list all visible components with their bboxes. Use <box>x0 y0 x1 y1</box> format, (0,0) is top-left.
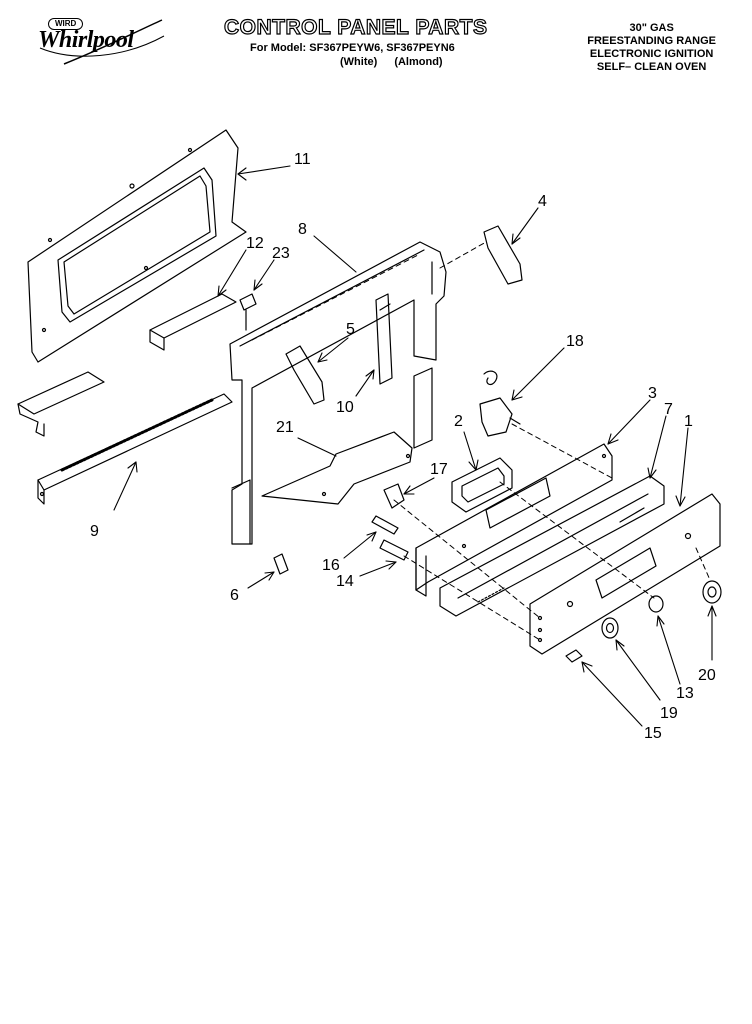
appliance-description: 30" GAS FREESTANDING RANGE ELECTRONIC IG… <box>587 22 716 74</box>
part-21-mounting-plate <box>261 431 413 505</box>
callout-9: 9 <box>90 523 99 540</box>
callout-3: 3 <box>648 385 657 402</box>
callout-19: 19 <box>660 705 678 722</box>
leader-lines <box>113 165 717 727</box>
logo-swoosh-icon <box>39 19 165 65</box>
callout-1: 1 <box>684 413 693 430</box>
callout-5: 5 <box>346 321 355 338</box>
part-17-connector <box>383 483 405 509</box>
part-23-clip <box>239 293 257 331</box>
callout-11: 11 <box>294 151 311 168</box>
variant-almond: (Almond) <box>394 56 443 68</box>
part-5-end-cap <box>285 345 325 405</box>
part-10-bracket <box>375 293 393 385</box>
callout-4: 4 <box>538 193 547 210</box>
part-12-vent-trim <box>17 293 237 437</box>
part-20-knob <box>702 580 722 604</box>
desc-line-1: 30" GAS <box>629 22 674 34</box>
color-variants: (White) (Almond) <box>340 56 457 68</box>
callout-13: 13 <box>676 685 694 702</box>
part-18-selector-switch <box>479 370 521 437</box>
callout-2: 2 <box>454 413 463 430</box>
desc-line-4: SELF– CLEAN OVEN <box>596 61 707 73</box>
model-numbers: For Model: SF367PEYW6, SF367PEYN6 <box>250 42 455 54</box>
variant-white: (White) <box>340 56 378 68</box>
part-2-display-bezel <box>451 457 513 513</box>
part-1-front-console <box>529 493 721 655</box>
callout-12: 12 <box>246 235 264 252</box>
assembly-lines <box>251 241 711 641</box>
callout-6: 6 <box>230 587 239 604</box>
part-4-end-cap <box>483 225 523 285</box>
desc-line-2: FREESTANDING RANGE <box>587 35 716 47</box>
callout-18: 18 <box>566 333 584 350</box>
callout-8: 8 <box>298 221 307 238</box>
part-7-mid-channel <box>439 475 665 617</box>
callout-7: 7 <box>664 401 673 418</box>
logo-badge: WIRD <box>48 18 84 30</box>
part-14-pin <box>379 539 409 561</box>
part-9-front-channel <box>37 393 233 505</box>
part-8-control-frame <box>229 241 447 545</box>
callout-15: 15 <box>644 725 662 742</box>
callout-16: 16 <box>322 557 340 574</box>
part-13-knob <box>648 595 664 613</box>
callout-23: 23 <box>272 245 290 262</box>
callout-21: 21 <box>276 419 294 436</box>
whirlpool-logo: WIRD Whirlpool <box>34 18 174 68</box>
page-title: CONTROL PANEL PARTS <box>223 15 488 39</box>
callout-numbers: 11 12 23 8 4 5 18 10 3 7 1 2 21 17 9 16 … <box>90 151 716 742</box>
part-11-rear-panel <box>27 129 247 363</box>
part-3-control-board <box>415 443 613 597</box>
callout-14: 14 <box>336 573 354 590</box>
callout-10: 10 <box>336 399 354 416</box>
callout-20: 20 <box>698 667 716 684</box>
part-15-button <box>565 649 583 663</box>
callout-17: 17 <box>430 461 448 478</box>
part-16-pin <box>371 515 399 535</box>
desc-line-3: ELECTRONIC IGNITION <box>589 48 714 60</box>
part-19-knob <box>601 617 619 639</box>
part-6-clip <box>273 553 289 575</box>
